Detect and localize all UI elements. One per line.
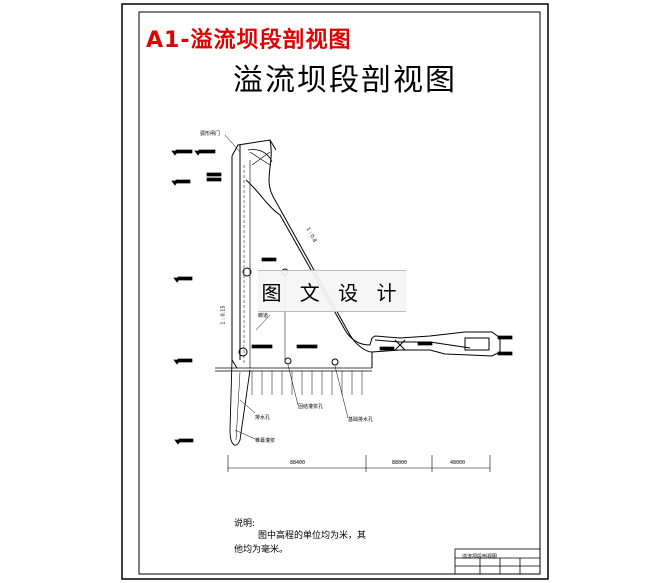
leader-lines xyxy=(224,134,349,440)
label-drain-hole: 排水孔 xyxy=(255,415,271,421)
watermark-banner: 图 文 设 计 xyxy=(258,270,406,312)
label-grout-hole: 固结灌浆孔 xyxy=(298,404,324,410)
drawing-title: 溢流坝段剖视图 xyxy=(233,63,457,98)
title-block xyxy=(454,548,541,575)
notes-title: 说明: xyxy=(234,519,256,529)
label-gallery: 廊道 xyxy=(258,313,269,319)
outer-border xyxy=(121,3,549,580)
dimension-line xyxy=(227,455,491,472)
dimension-3: 48000 xyxy=(450,460,466,466)
notes-line-1: 图中高程的单位均为米，其 xyxy=(258,531,367,541)
curtain-grout xyxy=(229,359,251,446)
water-level-markers xyxy=(171,149,513,445)
stilling-basin xyxy=(369,331,501,357)
dam-body xyxy=(231,139,373,369)
label-curtain: 帷幕灌浆 xyxy=(255,438,276,444)
title-block-name: 溢流坝段剖视图 xyxy=(462,554,498,560)
notes-line-2: 他均为毫米。 xyxy=(234,545,289,555)
dimension-1: 88400 xyxy=(290,460,306,466)
label-slope-up: 1 : 0.15 xyxy=(220,305,227,325)
label-drain-hole-2: 基础排水孔 xyxy=(348,417,374,423)
label-gate: 弧形闸门 xyxy=(200,131,221,137)
sheet-red-title: A1-溢流坝段剖视图 xyxy=(146,28,352,53)
inner-border xyxy=(138,11,541,575)
foundation xyxy=(215,367,372,395)
dimension-2: 88000 xyxy=(392,460,408,466)
